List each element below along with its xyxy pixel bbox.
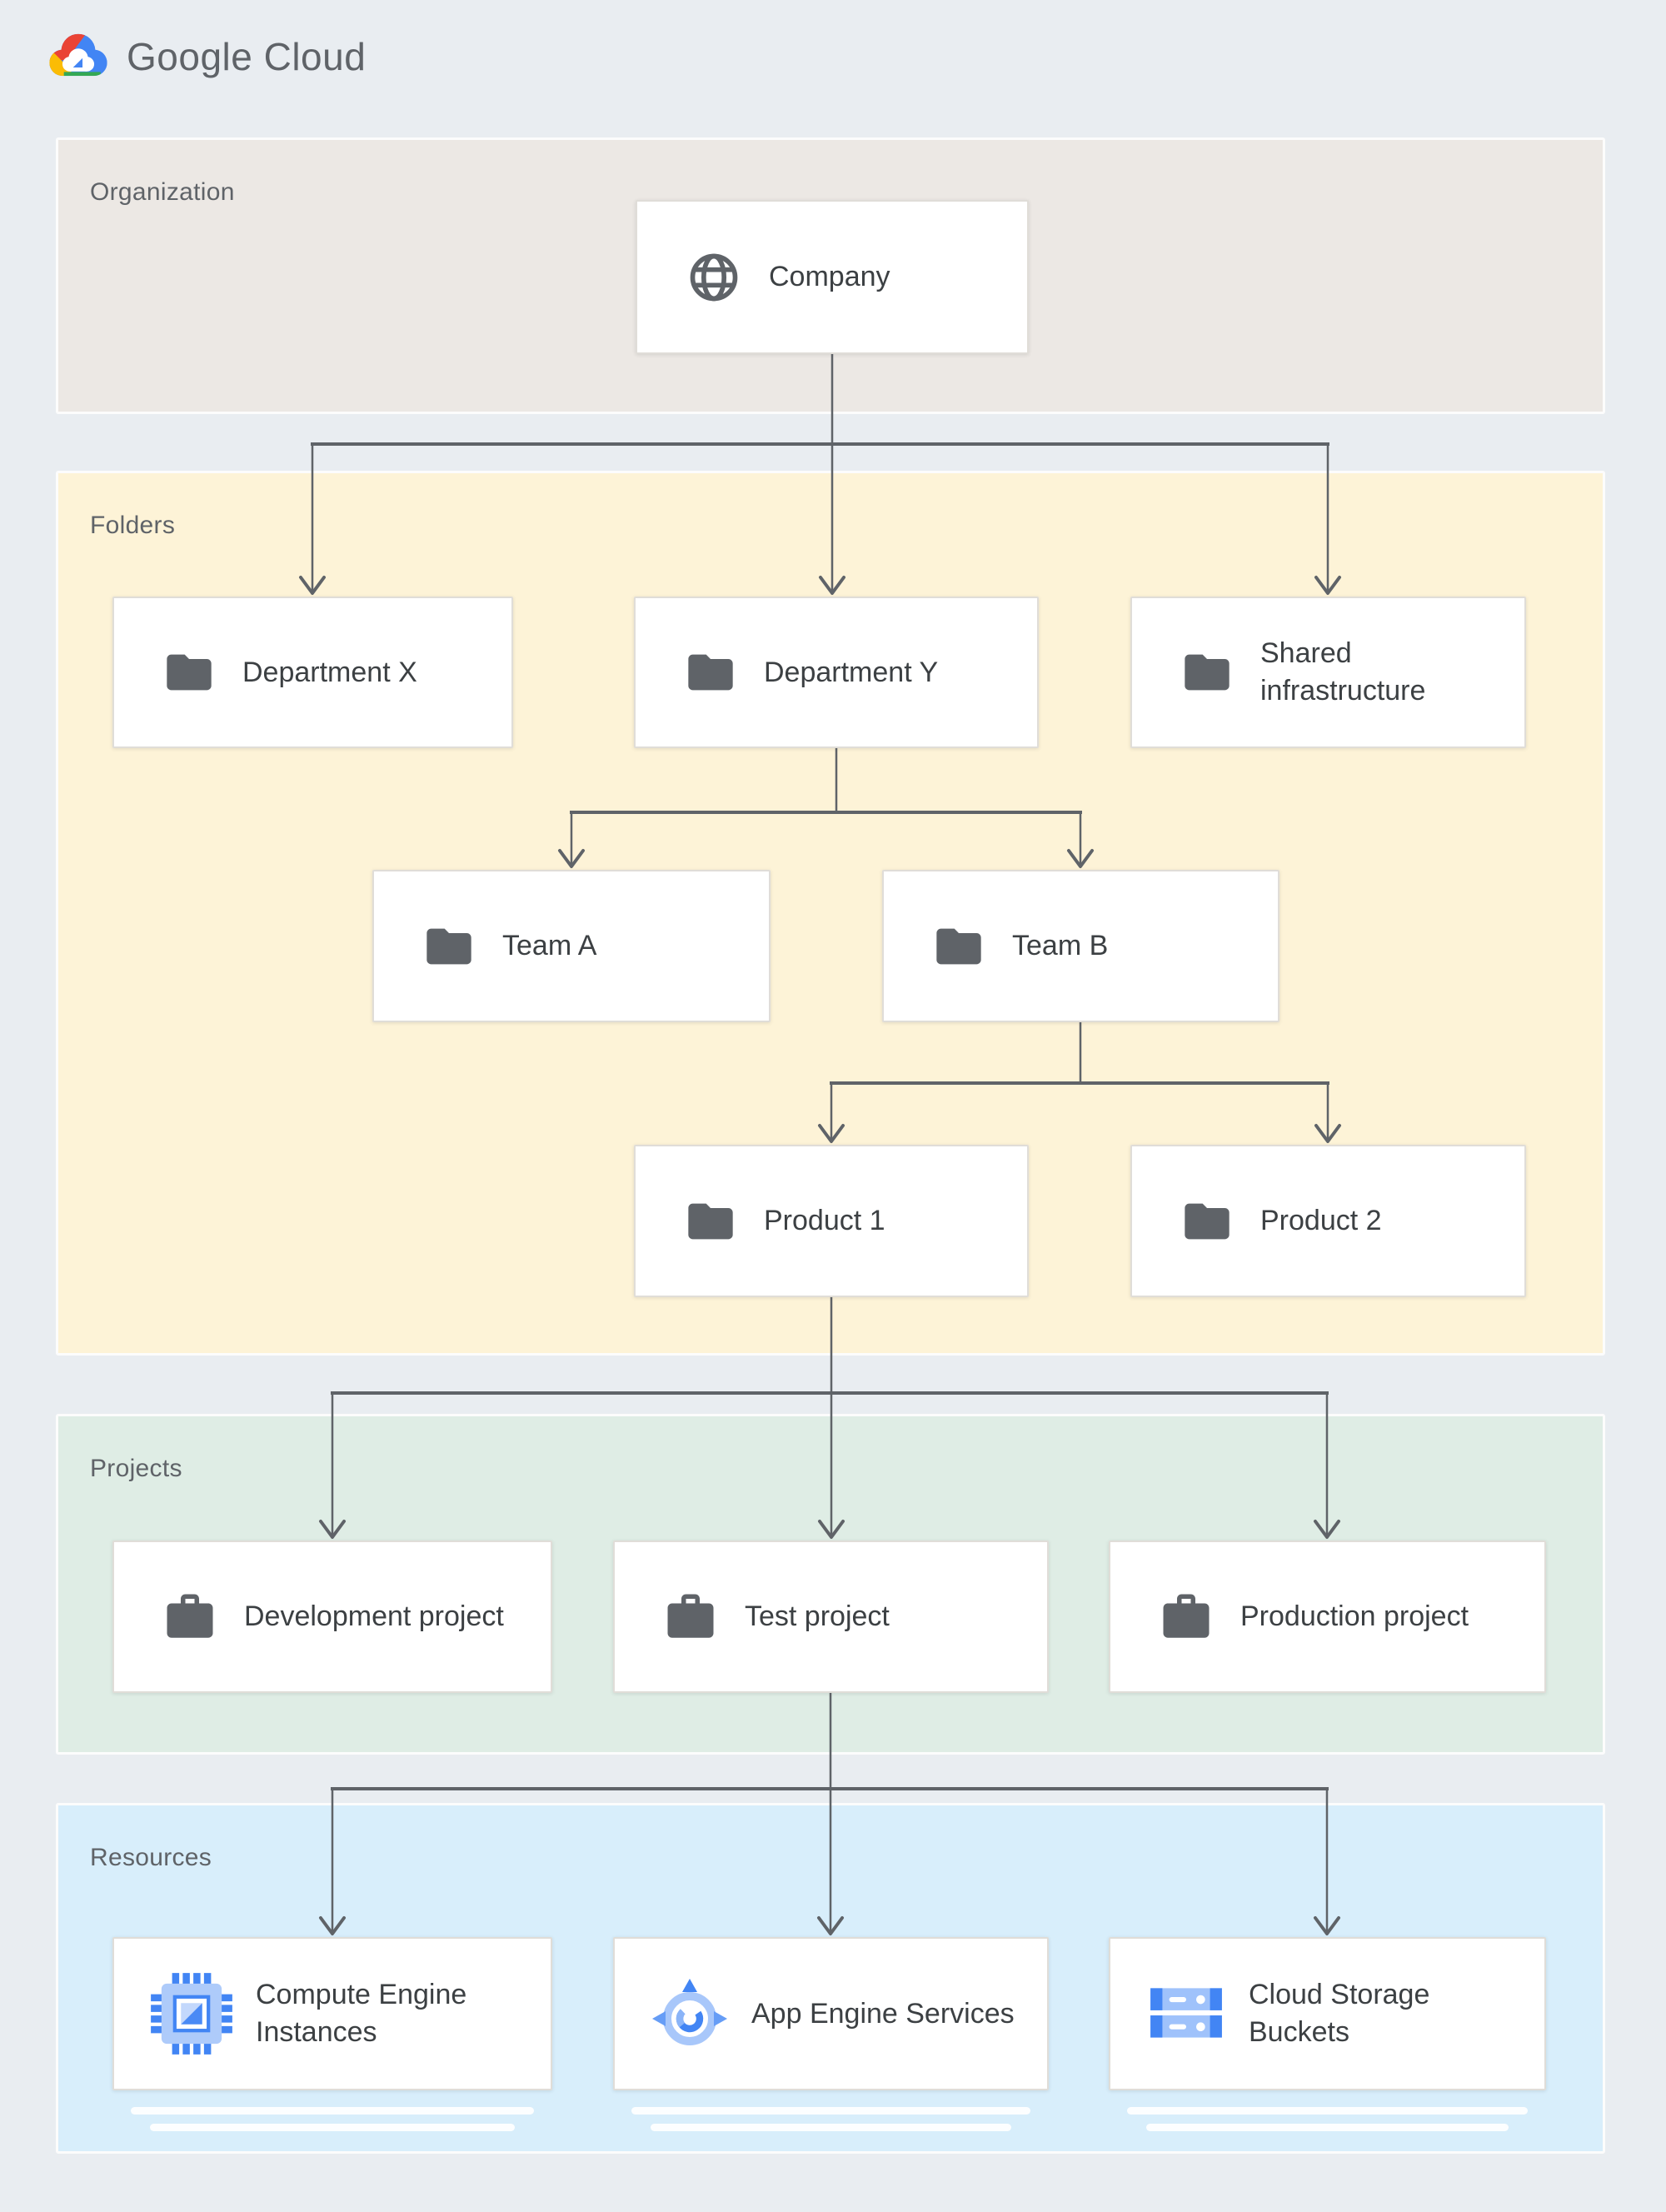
node-department-x: Department X	[112, 597, 513, 748]
cloud-storage-icon	[1145, 1973, 1227, 2055]
node-label: Shared infrastructure	[1260, 637, 1426, 707]
google-cloud-logo: Google Cloud	[47, 30, 366, 82]
node-product-1: Product 1	[634, 1145, 1029, 1297]
node-label: Test project	[745, 1600, 890, 1633]
folder-icon	[422, 920, 476, 973]
node-test-project: Test project	[613, 1540, 1049, 1693]
globe-icon	[686, 249, 742, 306]
briefcase-icon	[162, 1590, 217, 1645]
node-label: Department Y	[764, 656, 939, 688]
stack-line	[131, 2107, 534, 2115]
node-production-project: Production project	[1109, 1540, 1546, 1693]
briefcase-icon	[663, 1590, 718, 1645]
section-label: Organization	[90, 178, 235, 206]
node-team-b: Team B	[882, 870, 1279, 1022]
node-cloud-storage-buckets: Cloud Storage Buckets	[1109, 1937, 1546, 2090]
node-shared-infrastructure: Shared infrastructure	[1130, 597, 1526, 748]
node-label: Cloud Storage Buckets	[1249, 1979, 1430, 2048]
node-label: Department X	[242, 656, 417, 688]
folder-icon	[932, 920, 985, 973]
logo-text: Google Cloud	[127, 34, 367, 78]
google-cloud-icon	[49, 33, 107, 77]
node-label: Team B	[1012, 930, 1109, 962]
node-development-project: Development project	[112, 1540, 552, 1693]
node-department-y: Department Y	[634, 597, 1039, 748]
node-app-engine-services: App Engine Services	[613, 1937, 1049, 2090]
section-label: Resources	[90, 1844, 212, 1871]
node-compute-engine-instances: Compute Engine Instances	[112, 1937, 552, 2090]
node-label: Production project	[1240, 1600, 1469, 1633]
stack-line	[631, 2107, 1030, 2115]
node-label: Compute Engine Instances	[256, 1979, 467, 2048]
folder-icon	[684, 646, 737, 699]
node-label: Team A	[502, 930, 597, 962]
node-product-2: Product 2	[1130, 1145, 1526, 1297]
node-label: Company	[769, 261, 890, 293]
node-label: App Engine Services	[751, 1997, 1015, 2030]
folder-icon	[684, 1195, 737, 1248]
stack-line	[1146, 2124, 1509, 2131]
node-label: Product 2	[1260, 1205, 1382, 1237]
briefcase-icon	[1159, 1590, 1214, 1645]
section-label: Folders	[90, 512, 176, 539]
section-label: Projects	[90, 1455, 182, 1482]
compute-engine-icon	[149, 1971, 234, 2056]
folder-icon	[162, 646, 216, 699]
app-engine-icon	[650, 1974, 730, 2054]
node-team-a: Team A	[372, 870, 771, 1022]
folder-icon	[1180, 646, 1234, 699]
stack-line	[651, 2124, 1011, 2131]
stack-line	[150, 2124, 515, 2131]
node-label: Development project	[244, 1600, 504, 1633]
folder-icon	[1180, 1195, 1234, 1248]
node-company: Company	[636, 200, 1029, 354]
node-label: Product 1	[764, 1205, 885, 1237]
stack-line	[1127, 2107, 1528, 2115]
